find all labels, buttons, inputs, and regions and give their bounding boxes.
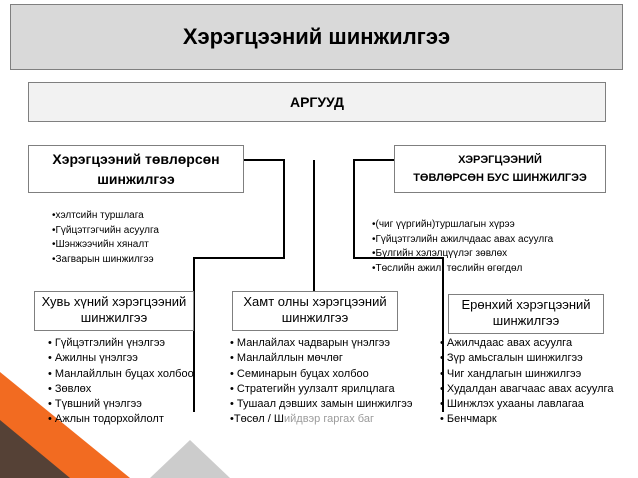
list-item: •Төсөл / Шийдвэр гаргах баг [230,412,413,427]
team-title-line2: шинжилгээ [281,310,349,325]
list-item: •(чиг үүргийн)туршлагын хүрээ [372,219,515,230]
general-title-line2: шинжилгээ [492,313,560,328]
individual-title-line2: шинжилгээ [80,310,148,325]
list-item: • Манлайллын мөчлөг [230,352,343,365]
methods-label: АРГУУД [28,82,606,122]
general-methods-list: • Ажилчдаас авах асуулга • Зүр амьсгалын… [440,336,613,428]
centralized-title-line2: шинжилгээ [97,171,175,187]
team-title-line1: Хамт олны хэрэгцээний [243,294,387,309]
decentralized-title-line2: ТӨВЛӨРСӨН БУС ШИНЖИЛГЭЭ [413,172,587,184]
decentralized-methods-list: •(чиг үүргийн)туршлагын хүрээ •Гүйцэтгэл… [372,218,553,276]
list-item: •Гүйцэтгэгчийн асуулга [52,224,159,236]
list-item: • Манлайллын буцах холбоо [48,367,194,380]
list-item: •Гүйцэтгэлийн ажилчдаас авах асуулга [372,233,554,245]
list-item: • Зөвлөх [48,382,92,395]
centralized-methods-list: •хэлтсийн туршлага •Гүйцэтгэгчийн асуулг… [52,209,159,267]
individual-methods-list: • Гүйцэтгэлийн үнэлгээ • Ажилны үнэлгээ … [48,336,194,428]
list-item: •Бүлгийн хэлэлцүүлэг зөвлөх [372,248,508,260]
list-item: •Загварын шинжилгээ [52,253,154,265]
list-item: •хэлтсийн туршлага [52,210,144,221]
list-item: • Семинарын буцах холбоо [230,367,369,380]
team-analysis-box: Хамт олны хэрэгцээний шинжилгээ [232,291,398,331]
connector-line-left [193,159,285,412]
decentralized-title-line1: ХЭРЭГЦЭЭНИЙ [458,154,542,166]
individual-title-line1: Хувь хүний хэрэгцээний [41,294,187,309]
individual-analysis-box: Хувь хүний хэрэгцээний шинжилгээ [34,291,194,331]
centralized-analysis-box: Хэрэгцээний төвлөрсөн шинжилгээ [28,145,244,193]
page-title: Хэрэгцээний шинжилгээ [10,4,623,70]
team-methods-list: • Манлайлах чадварын үнэлгээ • Манлайллы… [230,336,413,428]
list-item: • Шинжлэх ухааны лавлагаа [440,398,584,411]
list-item: •Шэнжээчийн хяналт [52,239,149,251]
list-item-faded-text: ийдвэр гаргах баг [283,413,374,426]
corner-light-shape [150,440,230,478]
list-item: • Тушаал дэвших замын шинжилгээ [230,398,413,411]
list-item: • Ажилны үнэлгээ [48,352,138,365]
centralized-title-line1: Хэрэгцээний төвлөрсөн [52,151,220,167]
list-item: • Зүр амьсгалын шинжилгээ [440,352,583,365]
decentralized-analysis-box: ХЭРЭГЦЭЭНИЙ ТӨВЛӨРСӨН БУС ШИНЖИЛГЭЭ [394,145,606,193]
list-item: • Худалдан авагчаас авах асуулга [440,382,614,395]
list-item: • Чиг хандлагын шинжилгээ [440,367,582,380]
list-item: •Төслийн ажил, төслийн өгөгдөл [372,262,523,274]
list-item: • Бенчмарк [440,413,497,426]
general-analysis-box: Ерөнхий хэрэгцээний шинжилгээ [448,294,604,334]
corner-dark-shape [0,420,70,478]
list-item: • Ажилчдаас авах асуулга [440,337,573,349]
list-item: • Ажлын тодорхойлолт [48,413,164,426]
list-item: • Стратегийн уулзалт ярилцлага [230,382,395,395]
list-item-prefix: •Төсөл / Ш [230,413,284,426]
list-item: • Манлайлах чадварын үнэлгээ [230,337,391,349]
connector-line-right [353,159,444,412]
list-item: • Гүйцэтгэлийн үнэлгээ [48,337,166,349]
general-title-line1: Ерөнхий хэрэгцээний [461,297,591,312]
list-item: • Түвшний үнэлгээ [48,398,142,411]
